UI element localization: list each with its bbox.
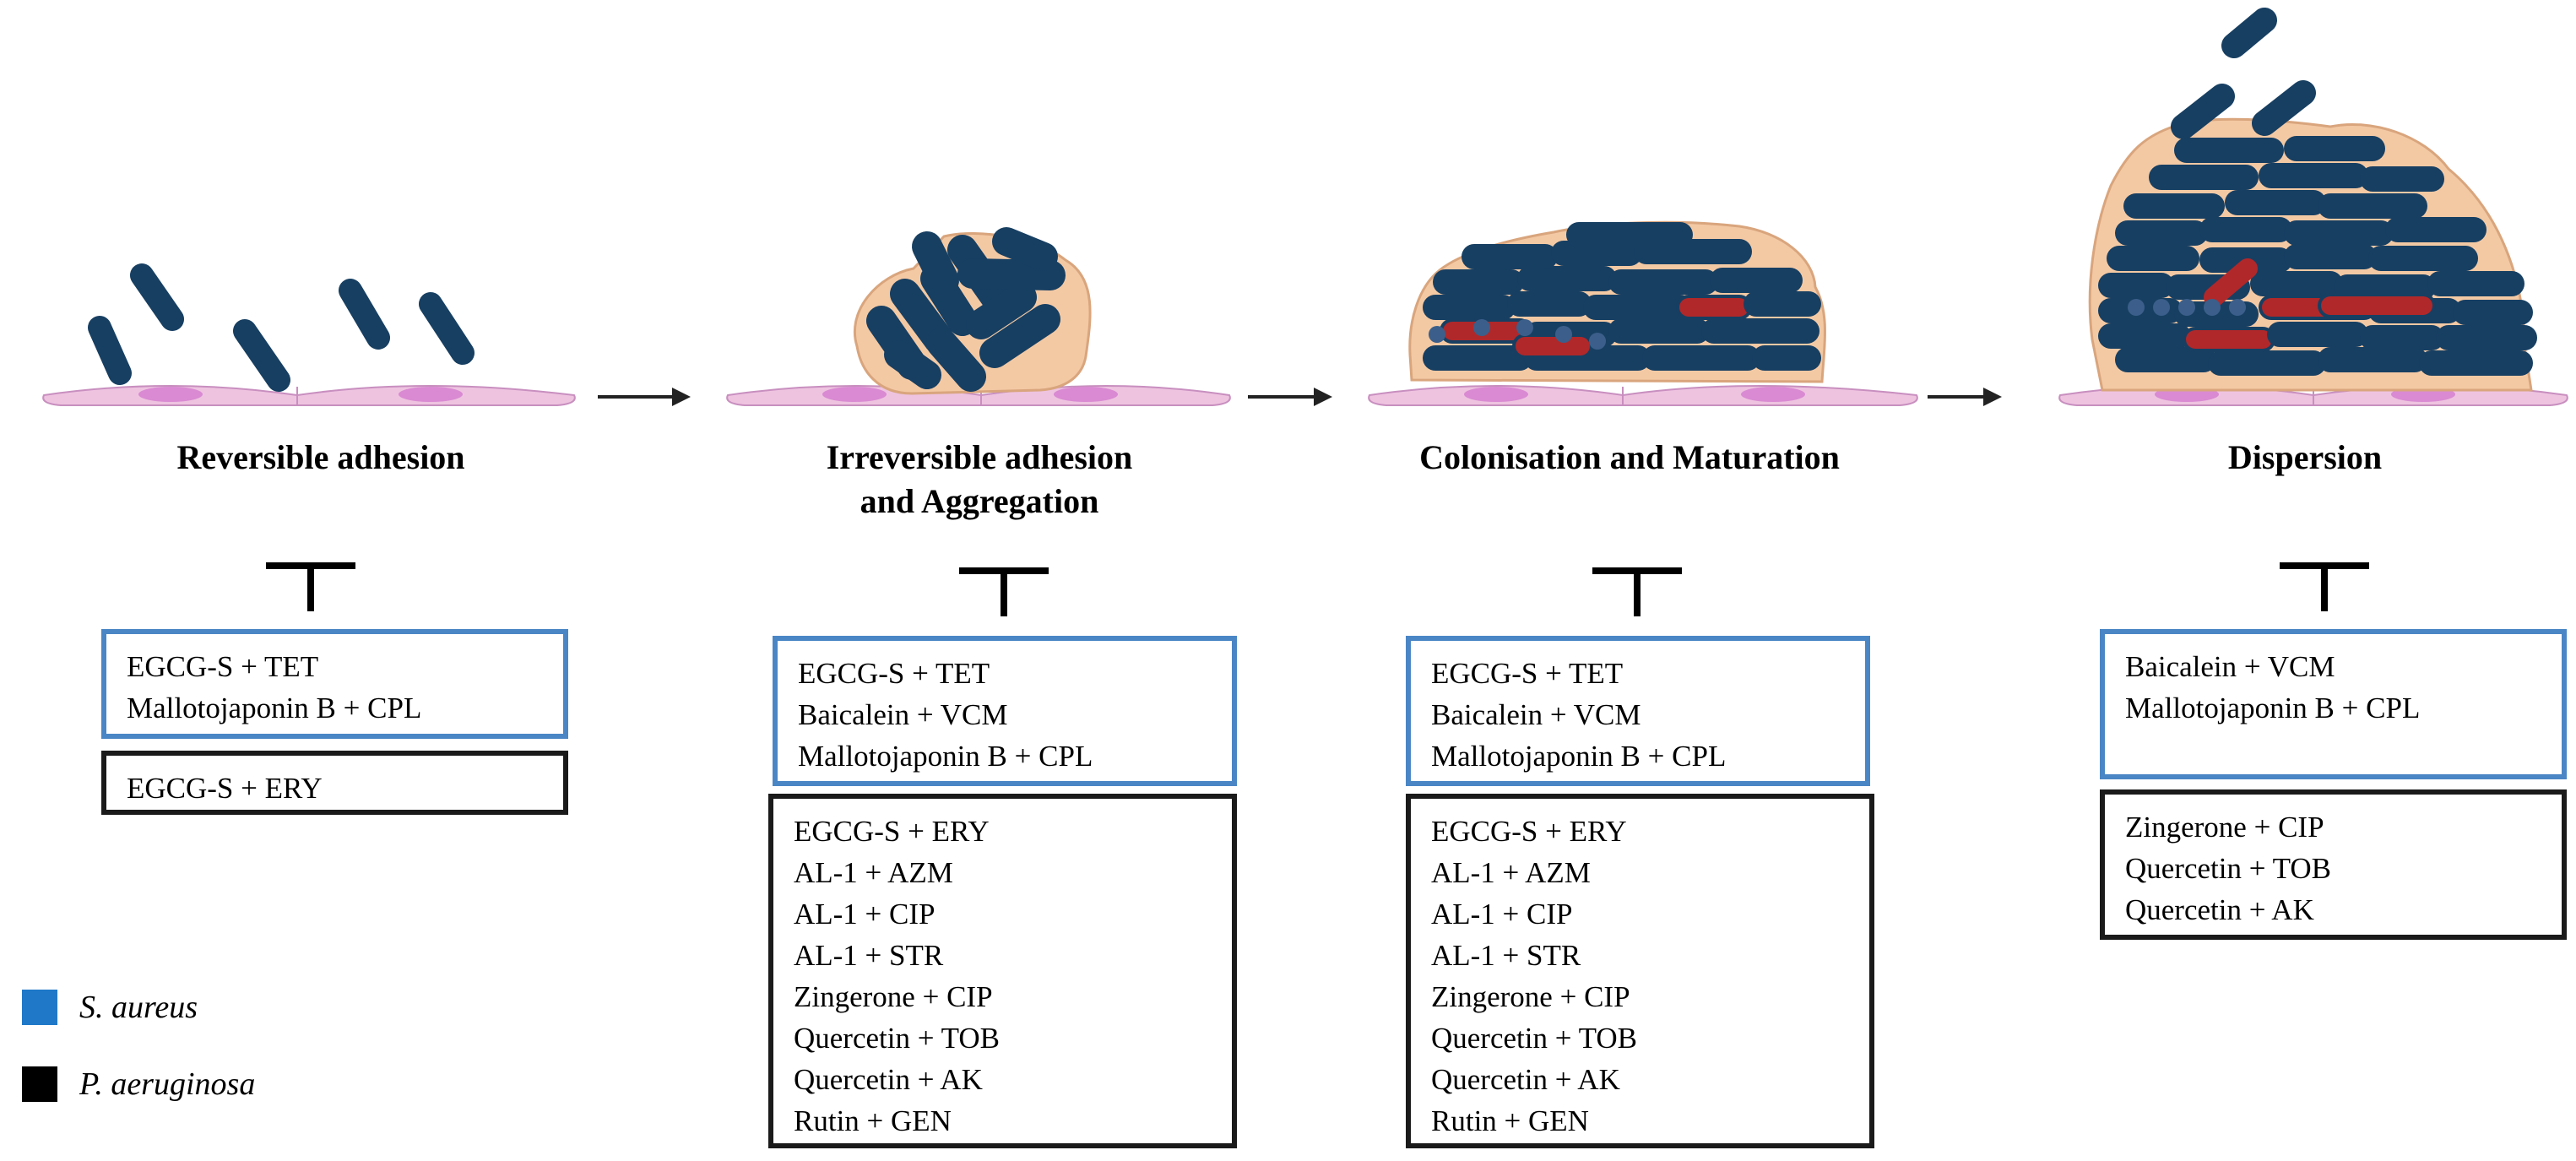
stage-title-line: and Aggregation — [860, 482, 1099, 520]
bacterium-cocci — [2204, 299, 2221, 316]
stage-title-line: Irreversible adhesion — [826, 438, 1133, 476]
bacterium — [884, 340, 941, 389]
combination-item: Quercetin + TOB — [1431, 1022, 1637, 1055]
combination-item: Zingerone + CIP — [794, 980, 993, 1013]
combination-item: EGCG-S + TET — [127, 650, 319, 683]
combination-item: Quercetin + AK — [1431, 1063, 1620, 1096]
combination-item: AL-1 + AZM — [794, 856, 953, 889]
bacterium — [926, 328, 986, 392]
legend-swatch-p-aeruginosa — [22, 1066, 57, 1102]
combination-item: AL-1 + CIP — [1431, 898, 1573, 930]
s-aureus-box-colonisation: EGCG-S + TET Baicalein + VCM Mallotojapo… — [1406, 636, 1870, 786]
bacterium-cocci — [2178, 299, 2195, 316]
legend-swatch-s-aureus — [22, 990, 57, 1025]
combination-item: Mallotojaponin B + CPL — [2125, 692, 2421, 724]
right-arrow-head-icon — [1314, 388, 1332, 406]
combination-item: Quercetin + AK — [794, 1063, 983, 1096]
host-cell-nucleus — [138, 387, 203, 402]
stage-title-dispersion: Dispersion — [2161, 436, 2449, 480]
bacterium — [2252, 80, 2316, 136]
bacterium — [979, 304, 1060, 368]
bacterium-cocci — [1473, 319, 1490, 336]
bacterium-red — [2204, 258, 2258, 307]
combination-item: Baicalein + VCM — [2125, 650, 2335, 683]
combination-item: Mallotojaponin B + CPL — [127, 692, 422, 724]
bacterium — [419, 292, 475, 365]
legend-s-aureus: S. aureus — [22, 989, 198, 1026]
combination-item: EGCG-S + ERY — [1431, 815, 1627, 848]
stage-title-line: Reversible adhesion — [176, 438, 465, 476]
legend-label: P. aeruginosa — [79, 1066, 256, 1102]
bacterium — [957, 258, 1066, 290]
p-aeruginosa-box-colonisation: EGCG-S + ERY AL-1 + AZM AL-1 + CIP AL-1 … — [1406, 794, 1874, 1148]
combination-item: Zingerone + CIP — [2125, 811, 2324, 844]
combination-item: Baicalein + VCM — [1431, 698, 1641, 731]
bacterium — [339, 279, 390, 350]
combination-item: Quercetin + TOB — [2125, 852, 2331, 885]
host-cell-nucleus — [822, 387, 887, 402]
bacterium-cocci — [1555, 326, 1572, 343]
host-cell-nucleus — [1741, 387, 1805, 402]
combination-item: Quercetin + AK — [2125, 893, 2314, 926]
host-cell-nucleus — [1464, 387, 1528, 402]
bacterium — [912, 231, 959, 296]
bacterium-cocci — [1589, 333, 1606, 350]
stage-title-line: Dispersion — [2227, 438, 2383, 476]
host-cell-nucleus — [1054, 387, 1118, 402]
combination-item: EGCG-S + ERY — [794, 815, 990, 848]
bacterium-cocci — [1429, 326, 1445, 343]
bacterium-cocci — [2229, 299, 2246, 316]
bacterium-cocci — [2153, 299, 2170, 316]
stage-title-reversible: Reversible adhesion — [135, 436, 507, 480]
p-aeruginosa-box-dispersion: Zingerone + CIP Quercetin + TOB Querceti… — [2100, 789, 2567, 940]
bacterium — [992, 227, 1058, 271]
combination-item: Mallotojaponin B + CPL — [1431, 740, 1727, 773]
bacterium — [233, 319, 290, 392]
bacterium-cocci — [2128, 299, 2145, 316]
combination-item: Rutin + GEN — [1431, 1104, 1589, 1137]
combination-item: AL-1 + AZM — [1431, 856, 1591, 889]
host-cell-layer — [1368, 385, 1918, 406]
bacterium — [130, 263, 184, 331]
combination-item: AL-1 + STR — [1431, 939, 1581, 972]
s-aureus-box-dispersion: Baicalein + VCM Mallotojaponin B + CPL — [2100, 629, 2567, 779]
combination-item: Baicalein + VCM — [798, 698, 1008, 731]
combination-item: Quercetin + TOB — [794, 1022, 1000, 1055]
p-aeruginosa-box-reversible: EGCG-S + ERY — [101, 751, 568, 815]
bacterium — [966, 282, 1037, 339]
combination-item: AL-1 + STR — [794, 939, 944, 972]
bacterium — [2171, 84, 2235, 139]
right-arrow-head-icon — [672, 388, 691, 406]
combination-item: EGCG-S + TET — [798, 657, 990, 690]
stage-title-colonisation: Colonisation and Maturation — [1359, 436, 1900, 480]
bacterium-cocci — [1516, 319, 1533, 336]
host-cell-layer — [42, 385, 576, 406]
combination-item: Rutin + GEN — [794, 1104, 952, 1137]
combination-item: Zingerone + CIP — [1431, 980, 1630, 1013]
host-cell-nucleus — [399, 387, 463, 402]
combination-item: EGCG-S + TET — [1431, 657, 1624, 690]
legend-p-aeruginosa: P. aeruginosa — [22, 1066, 255, 1103]
combination-item: AL-1 + CIP — [794, 898, 935, 930]
s-aureus-box-reversible: EGCG-S + TET Mallotojaponin B + CPL — [101, 629, 568, 739]
stage-title-line: Colonisation and Maturation — [1419, 438, 1840, 476]
combination-item: EGCG-S + ERY — [127, 772, 323, 805]
s-aureus-box-irreversible: EGCG-S + TET Baicalein + VCM Mallotojapo… — [773, 636, 1237, 786]
bacterium — [2221, 8, 2277, 58]
p-aeruginosa-box-irreversible: EGCG-S + ERY AL-1 + AZM AL-1 + CIP AL-1 … — [768, 794, 1237, 1148]
combination-item: Mallotojaponin B + CPL — [798, 740, 1093, 773]
stage-title-irreversible: Irreversible adhesion and Aggregation — [743, 436, 1216, 524]
right-arrow-head-icon — [1983, 388, 2002, 406]
legend-label: S. aureus — [79, 990, 198, 1025]
bacterium — [88, 316, 132, 385]
